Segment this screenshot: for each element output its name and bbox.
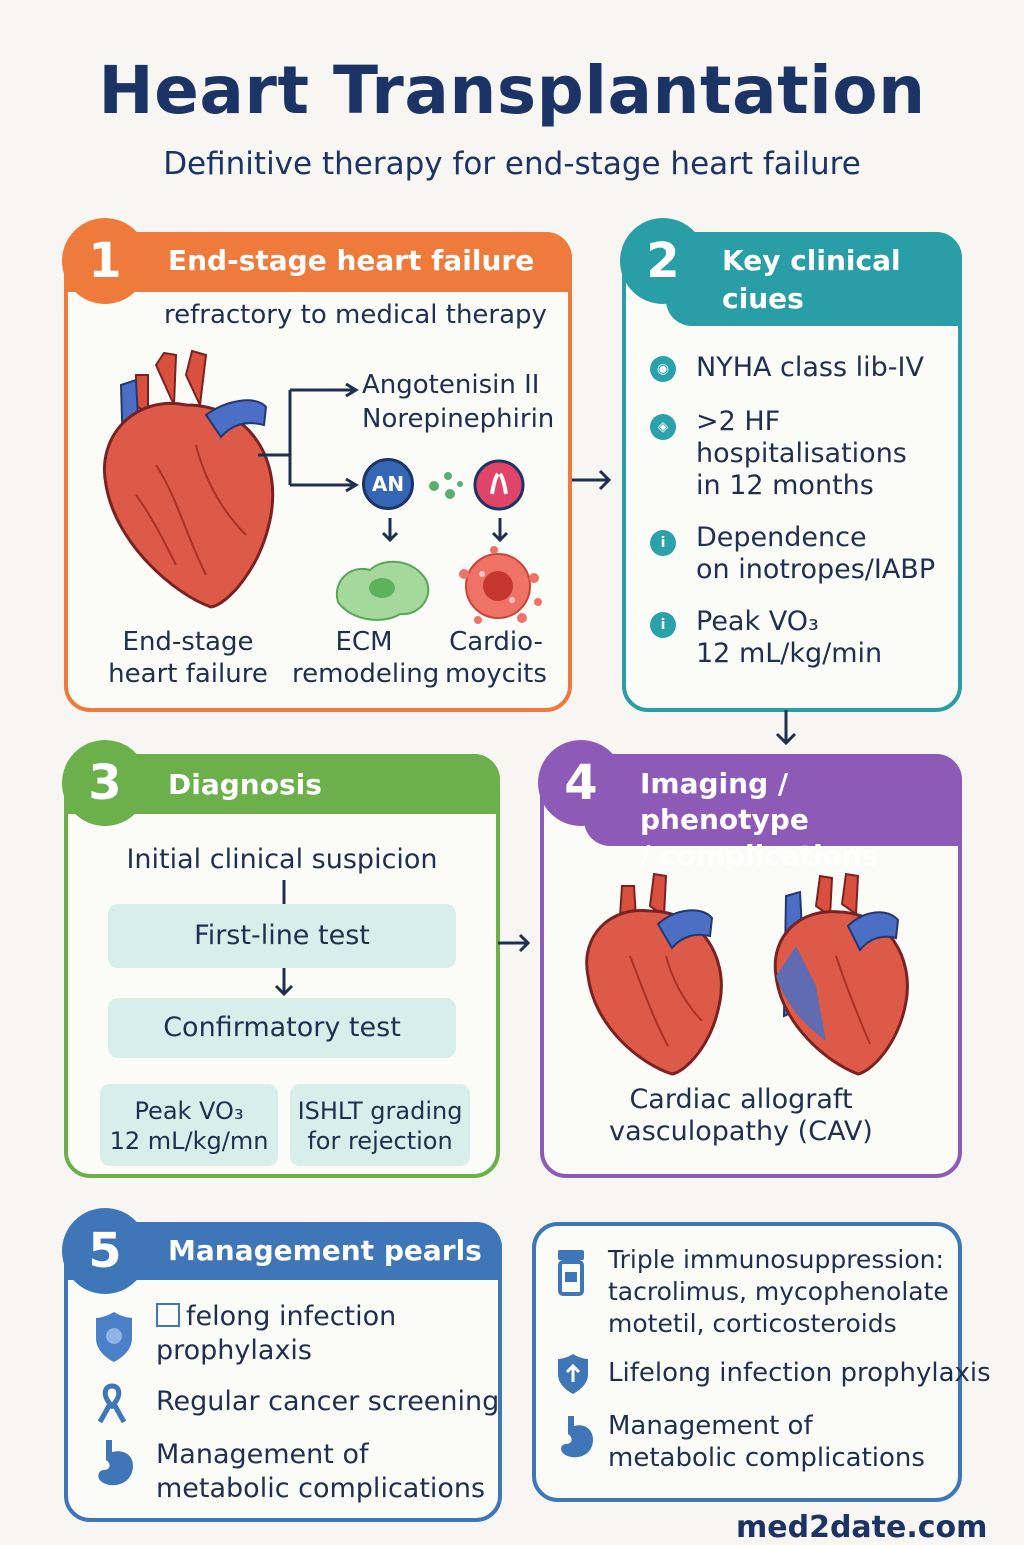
clue-bullet-icon: ◈ — [650, 414, 676, 440]
panel1-title: End-stage heart failure — [168, 244, 535, 277]
clue-bullet-icon: i — [650, 530, 676, 556]
panel4-title-line1: Imaging / phenotype — [640, 767, 809, 836]
panel5-title: Management pearls — [168, 1234, 482, 1267]
receptor-badge-icon — [473, 459, 525, 511]
molecule-dots-icon — [429, 472, 463, 499]
cav-caption: Cardiac allograft vasculopathy (CAV) — [609, 1084, 873, 1147]
cardiomyocyte-icon — [459, 546, 542, 624]
stomach-icon — [561, 1416, 594, 1458]
stomach-icon — [98, 1440, 134, 1486]
ecm-cell-icon — [335, 560, 430, 621]
pearl-metabolic-complications: Management of metabolic complications — [156, 1439, 486, 1504]
an-receptor-badge: AN — [362, 458, 414, 510]
arrow-right-1-icon — [572, 469, 612, 491]
panel4-header: Imaging / phenotype / complications — [584, 754, 962, 872]
label-cardiomyocytes: Cardio- moycits — [445, 627, 547, 689]
shield-icon — [558, 1354, 588, 1394]
down-arrow-left-icon — [381, 518, 399, 543]
panel3-title: Diagnosis — [168, 768, 322, 801]
shield-icon — [96, 1312, 132, 1362]
ishlt-grading-box: ISHLT grading for rejection — [290, 1084, 470, 1166]
first-line-test-box: First-line test — [108, 904, 456, 968]
mediator-angiotensin: Angotenisin II — [362, 370, 540, 400]
connector-line — [282, 880, 286, 904]
panel4-number-badge: 4 — [538, 740, 624, 826]
ribbon-icon — [97, 1383, 127, 1424]
panel1-subtitle: refractory to medical therapy — [164, 300, 547, 330]
an-badge-label: AN — [371, 472, 405, 496]
clue-nyha: NYHA class lib-IV — [696, 352, 924, 383]
panel4-title-line2: / complications — [640, 839, 879, 872]
page-title: Heart Transplantation — [98, 52, 926, 129]
clue-bullet-icon: i — [650, 612, 676, 638]
pill-bottle-icon — [558, 1250, 584, 1296]
page-subtitle: Definitive therapy for end-stage heart f… — [163, 146, 861, 182]
down-arrow-right-icon — [491, 518, 509, 543]
panel2-title-line1: Key clinical — [722, 244, 901, 277]
confirmatory-test-box: Confirmatory test — [108, 998, 456, 1058]
label-end-stage: End-stage heart failure — [108, 627, 268, 689]
mediator-norepinephrine: Norepinephirin — [362, 404, 555, 434]
lifelong-infection-prophylaxis: Lifelong infection prophylaxis — [608, 1358, 991, 1388]
panel5-number-badge: 5 — [62, 1208, 148, 1294]
panel2-number-badge: 2 — [620, 218, 706, 304]
clue-bullet-icon: ◉ — [650, 356, 676, 382]
panel3-number-badge: 3 — [62, 740, 148, 826]
arrow-down-2-icon — [775, 710, 797, 746]
allograft-heart-left-icon — [585, 872, 723, 1076]
allograft-heart-right-icon — [773, 872, 909, 1076]
checkbox-icon — [156, 1303, 180, 1327]
panel1-number-badge: 1 — [62, 218, 148, 304]
panel2-title-line2: ciues — [722, 282, 804, 315]
panel-immunosuppression — [532, 1222, 962, 1502]
down-arrow-3-icon — [274, 968, 294, 997]
clue-hospitalisations: >2 HF hospitalisations in 12 months — [696, 406, 907, 501]
panel2-header: Key clinical ciues — [666, 232, 962, 326]
panel1-header: End-stage heart failure — [64, 232, 572, 292]
label-ecm-remodeling: ECM remodeling — [292, 627, 440, 689]
clue-inotropes: Dependence on inotropes/IABP — [696, 522, 936, 585]
immunosuppression-text: Triple immunosuppression: tacrolimus, my… — [608, 1245, 949, 1338]
pearl-cancer-screening: Regular cancer screening — [156, 1386, 500, 1417]
brand-footer[interactable]: med2date.com — [736, 1510, 988, 1545]
peak-vo2-box: Peak VO₃ 12 mL/kg/mn — [100, 1084, 278, 1166]
arrow-right-3-icon — [498, 933, 531, 953]
pearl-infection-prophylaxis: felong infection prophylaxis — [156, 1301, 397, 1366]
mediator-connector — [258, 382, 359, 493]
heart-illustration-icon — [103, 349, 275, 609]
panel6-metabolic-complications: Management of metabolic complications — [608, 1411, 925, 1473]
initial-clinical-suspicion: Initial clinical suspicion — [126, 844, 438, 875]
clue-peak-vo2: Peak VO₃ 12 mL/kg/min — [696, 606, 883, 669]
